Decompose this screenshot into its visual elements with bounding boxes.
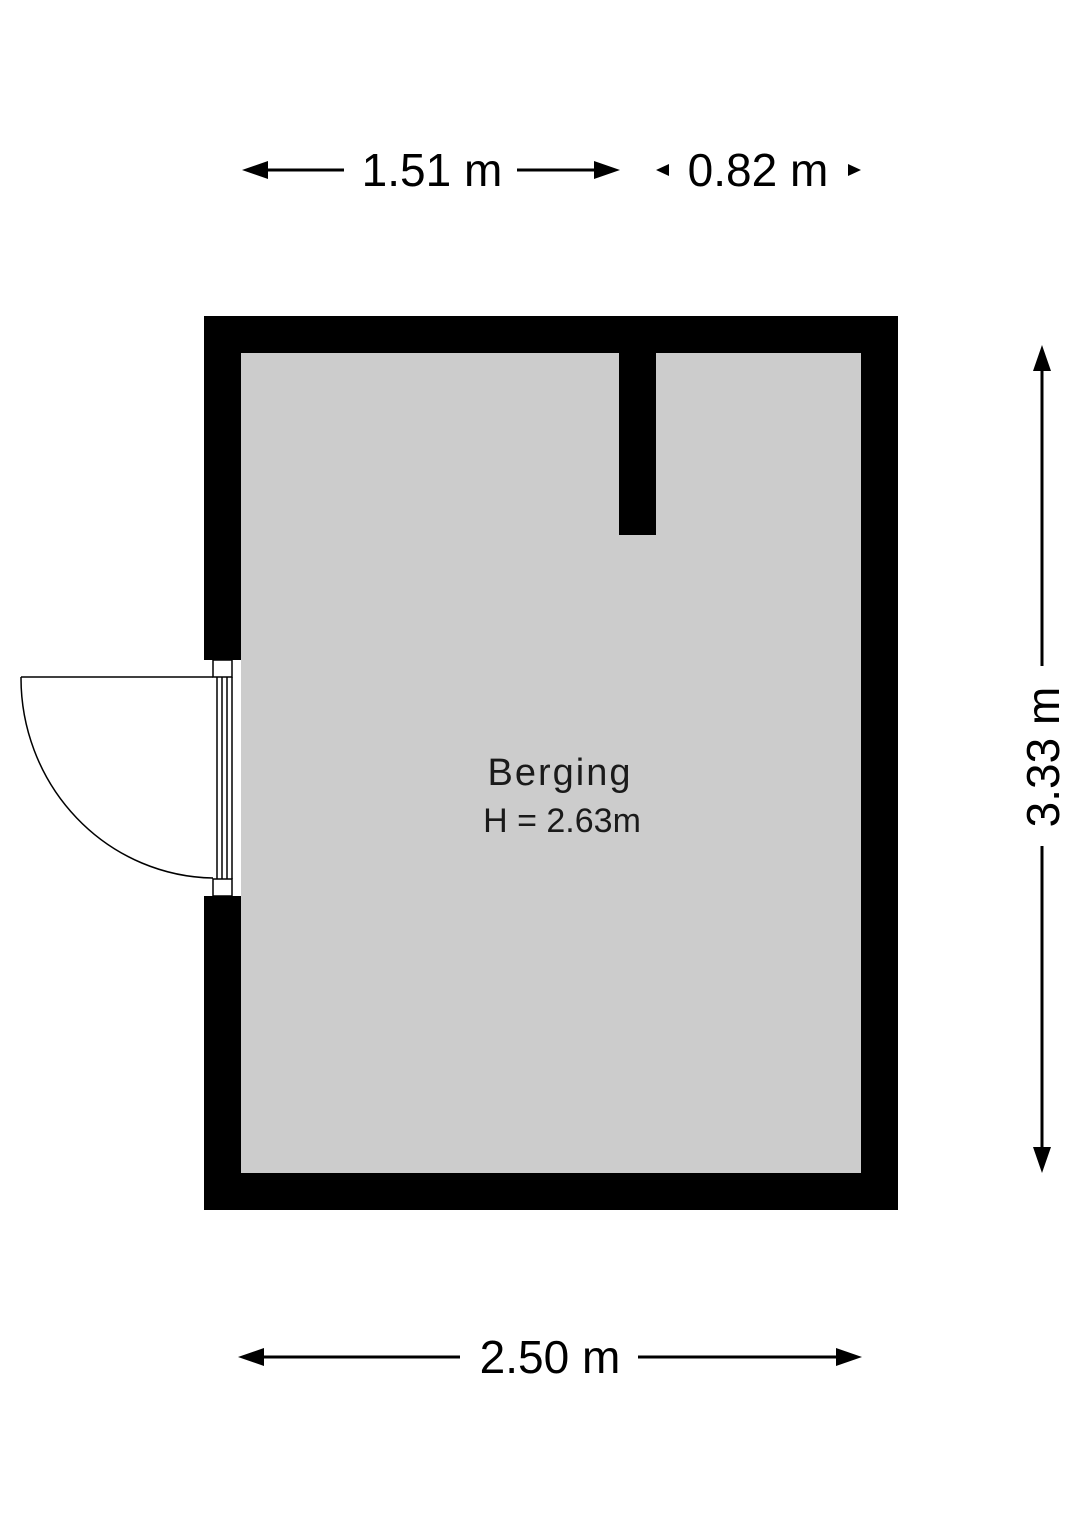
door-jamb-bottom xyxy=(212,878,233,897)
arrow-up-icon xyxy=(1033,345,1051,371)
interior-wall-stub xyxy=(619,350,656,535)
dimension-right: 3.33 m xyxy=(1017,345,1069,1173)
arrow-left-icon xyxy=(656,164,669,176)
dimension-top-right: 0.82 m xyxy=(656,144,861,196)
dimension-label-right: 3.33 m xyxy=(1017,687,1069,828)
arrow-down-icon xyxy=(1033,1147,1051,1173)
arrow-left-icon xyxy=(242,161,268,179)
dimension-label-top-left: 1.51 m xyxy=(362,144,503,196)
arrow-right-icon xyxy=(848,164,861,176)
dimension-label-top-right: 0.82 m xyxy=(688,144,829,196)
dimension-bottom: 2.50 m xyxy=(238,1331,862,1383)
door-swing-icon xyxy=(20,676,214,879)
room-name-label: Berging xyxy=(488,752,633,794)
arrow-right-icon xyxy=(836,1348,862,1366)
arrow-left-icon xyxy=(238,1348,264,1366)
dimension-label-bottom: 2.50 m xyxy=(480,1331,621,1383)
dimension-top-left: 1.51 m xyxy=(242,144,620,196)
door-jamb-top xyxy=(212,659,233,678)
room-height-label: H = 2.63m xyxy=(483,802,641,840)
room-berging: Berging H = 2.63m xyxy=(20,316,898,1210)
door-opening xyxy=(200,660,241,896)
arrow-right-icon xyxy=(594,161,620,179)
room-floor xyxy=(241,353,861,1173)
